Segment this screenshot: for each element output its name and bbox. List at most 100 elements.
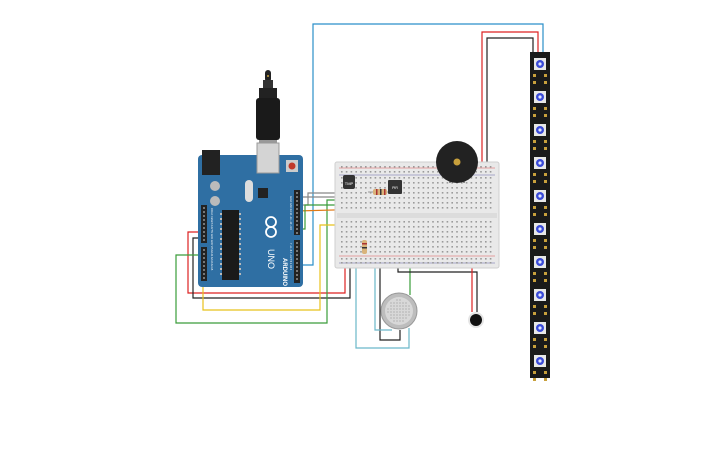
breadboard-hole [369,182,372,184]
breadboard-hole [374,221,377,223]
strip-pad [544,312,547,315]
header-pin [203,227,205,229]
breadboard-hole [350,221,353,223]
breadboard-hole [456,221,458,223]
breadboard-hole [398,177,401,179]
breadboard-hole [374,182,377,184]
breadboard-hole [384,226,386,228]
breadboard-hole [345,202,348,204]
breadboard-hole [398,202,401,204]
breadboard-hole [446,251,449,253]
breadboard-hole [345,231,348,233]
header-pin [296,254,298,256]
breadboard-hole [408,207,410,209]
strip-pad [533,74,536,77]
breadboard-hole [341,251,343,253]
breadboard-hole [475,187,477,189]
breadboard-hole [384,171,386,173]
breadboard-hole [403,192,405,194]
strip-pad [533,338,536,341]
breadboard-hole [456,262,458,264]
header-pin [296,250,298,252]
chip-pin [239,263,241,265]
breadboard-hole [480,187,482,189]
breadboard-hole [393,236,396,238]
breadboard-hole [451,182,453,184]
breadboard-hole [485,207,487,209]
breadboard-hole [470,226,473,228]
breadboard-hole [470,251,473,253]
chip-pin [220,263,222,265]
mesh-dot [396,317,398,319]
breadboard-hole [446,182,449,184]
breadboard-hole [374,262,377,264]
breadboard-hole [345,192,348,194]
breadboard-hole [461,251,463,253]
breadboard-hole [389,207,391,209]
breadboard-hole [432,258,434,260]
breadboard-hole [417,197,420,199]
gas-sensor-mesh [387,299,410,322]
breadboard-hole [403,246,405,248]
breadboard-hole [398,246,401,248]
power-header-label: IOREF RESET 3.3V 5V GND GND VIN [210,208,213,250]
breadboard-hole [360,166,362,168]
breadboard-hole [451,197,453,199]
breadboard-hole [398,236,401,238]
breadboard-hole [461,202,463,204]
breadboard-hole [456,258,458,260]
breadboard-hole [374,197,377,199]
breadboard-hole [360,221,362,223]
breadboard-hole [470,207,473,209]
breadboard-hole [427,231,429,233]
breadboard-hole [341,226,343,228]
breadboard-hole [451,258,453,260]
strip-pad [533,312,536,315]
chip-pin [220,218,222,220]
breadboard-hole [355,251,357,253]
breadboard-hole [465,197,468,199]
breadboard-hole [422,236,425,238]
breadboard-hole [365,197,367,199]
mesh-dot [393,308,395,310]
breadboard-hole [441,177,444,179]
breadboard-hole [461,192,463,194]
breadboard-hole [374,236,377,238]
breadboard-hole [365,166,367,168]
breadboard-hole [384,221,386,223]
breadboard-hole [489,226,492,228]
header-pin [296,266,298,268]
breadboard-hole [422,177,425,179]
header-pin [296,196,298,198]
led-highlight [538,194,542,198]
breadboard-hole [341,231,343,233]
breadboard-hole [379,226,381,228]
digital-header-top-label: AREF GND 13 12 ~11 ~10 ~9 8 [289,196,292,230]
strip-pad [533,140,536,143]
breadboard-hole [413,207,415,209]
chip-pin [239,258,241,260]
breadboard-hole [350,197,353,199]
strip-pad [533,81,536,84]
breadboard-hole [345,226,348,228]
breadboard-hole [446,202,449,204]
breadboard-hole [480,192,482,194]
breadboard-hole [341,177,343,179]
breadboard-hole [408,197,410,199]
breadboard-hole [437,177,439,179]
mesh-dot [390,302,392,304]
breadboard-hole [427,246,429,248]
breadboard-hole [369,207,372,209]
strip-pad [544,81,547,84]
strip-leds [533,58,547,381]
breadboard-hole [441,182,444,184]
header-pin [203,215,205,217]
breadboard-hole [393,231,396,233]
chip-pin [220,253,222,255]
breadboard-hole [350,241,353,243]
breadboard-hole [475,258,477,260]
mesh-dot [408,305,410,307]
breadboard-hole [355,182,357,184]
breadboard-hole [470,221,473,223]
